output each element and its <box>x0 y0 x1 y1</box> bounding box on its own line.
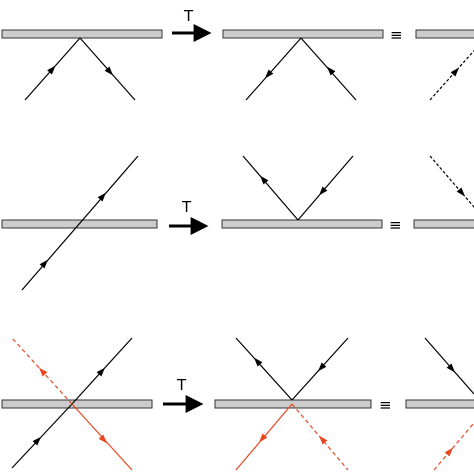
arrowhead <box>265 69 274 79</box>
transmitted-ray <box>21 155 139 291</box>
slab <box>222 29 384 39</box>
equivalence-symbol: ≡ <box>389 216 402 234</box>
arrowhead <box>253 357 263 367</box>
incident-ray <box>24 37 81 101</box>
arrowhead <box>32 436 42 446</box>
time-reversed-ray <box>235 337 293 401</box>
arrowhead <box>450 67 459 77</box>
arrowhead <box>456 187 465 197</box>
incident-ray <box>11 403 73 469</box>
time-reversed-ray <box>300 37 357 101</box>
row-1: T ≡ <box>1 7 474 101</box>
arrowhead <box>444 447 453 457</box>
transmitted-ray <box>71 337 133 405</box>
row-3: T ≡ <box>1 337 474 471</box>
arrowhead <box>47 65 56 75</box>
slab <box>415 29 474 39</box>
arrowhead <box>98 434 108 444</box>
time-reversed-ray <box>242 155 299 221</box>
time-reversed-ray <box>245 37 302 101</box>
arrowhead <box>96 367 106 377</box>
arrowhead <box>317 362 327 372</box>
operator-label: T <box>176 376 187 394</box>
arrowhead <box>259 433 268 443</box>
red-equivalent-ray <box>433 422 474 471</box>
row-2: T ≡ <box>1 155 474 291</box>
arrowhead <box>38 367 48 377</box>
equivalent-ray <box>424 337 474 395</box>
red-time-reversed-ray <box>291 403 349 471</box>
red-reflected-ray <box>11 337 73 405</box>
slab <box>405 399 474 409</box>
time-reversed-ray <box>297 155 354 221</box>
equivalence-symbol: ≡ <box>390 26 403 44</box>
equivalence-symbol: ≡ <box>379 396 392 414</box>
reflected-ray <box>79 37 136 101</box>
red-transmitted-ray <box>71 403 133 471</box>
red-time-reversed-ray <box>235 403 293 471</box>
arrowhead <box>319 435 328 445</box>
slab <box>214 399 372 409</box>
time-reversed-ray <box>291 337 349 401</box>
arrowhead <box>104 66 113 76</box>
equivalent-ray <box>429 155 474 208</box>
operator-label: T <box>183 7 194 25</box>
arrowhead <box>39 259 48 269</box>
slab <box>221 219 383 229</box>
slab <box>1 399 153 409</box>
equivalent-ray <box>429 49 474 101</box>
arrowhead <box>97 192 106 202</box>
operator-label: T <box>181 198 192 216</box>
arrowhead <box>319 186 328 196</box>
slab <box>413 219 474 229</box>
arrowhead <box>446 363 455 373</box>
arrowhead <box>260 175 269 185</box>
arrowhead <box>327 66 336 76</box>
slab <box>1 29 163 39</box>
